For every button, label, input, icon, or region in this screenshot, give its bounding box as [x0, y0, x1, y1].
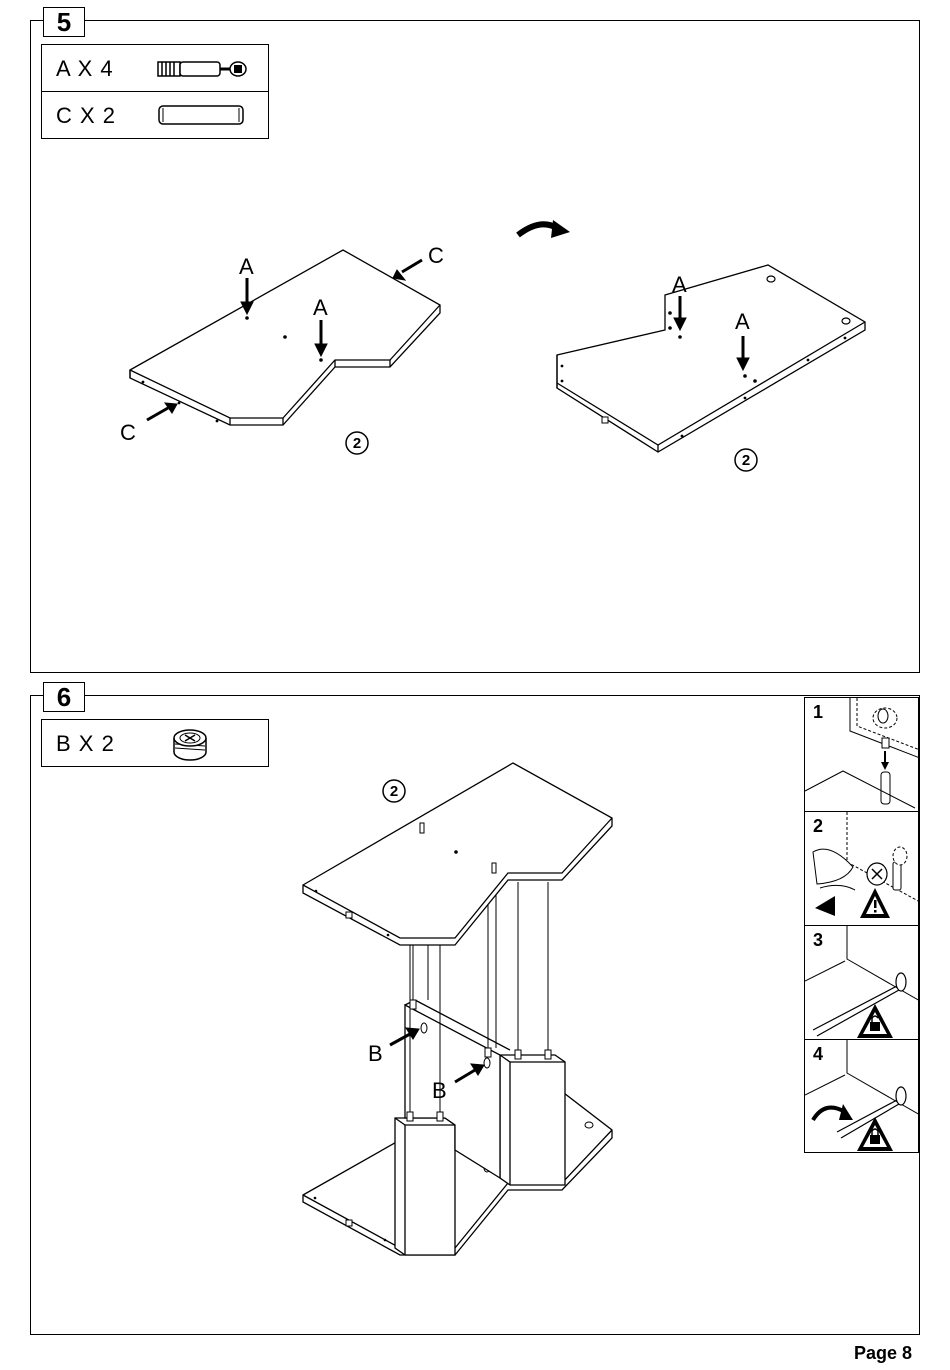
side-panel-right — [500, 1055, 565, 1185]
label-b-1: B — [368, 1041, 383, 1066]
detail-step-3: 3 — [805, 925, 918, 1039]
panel-ref-step6-number: 2 — [390, 783, 398, 800]
detail-1-drawing — [805, 698, 918, 811]
cam-lock-instruction-box: 1 2 — [804, 697, 919, 1153]
page-number: Page 8 — [854, 1343, 912, 1364]
label-b-2: B — [432, 1078, 447, 1103]
side-panel-left — [395, 1118, 455, 1255]
detail-3-drawing — [805, 926, 918, 1039]
detail-4-drawing — [805, 1040, 918, 1152]
panel-ref-step6: 2 — [383, 780, 405, 802]
detail-step-2: 2 — [805, 811, 918, 925]
detail-2-drawing — [805, 812, 918, 925]
detail-step-1: 1 — [805, 698, 918, 811]
detail-step-4: 4 — [805, 1039, 918, 1152]
